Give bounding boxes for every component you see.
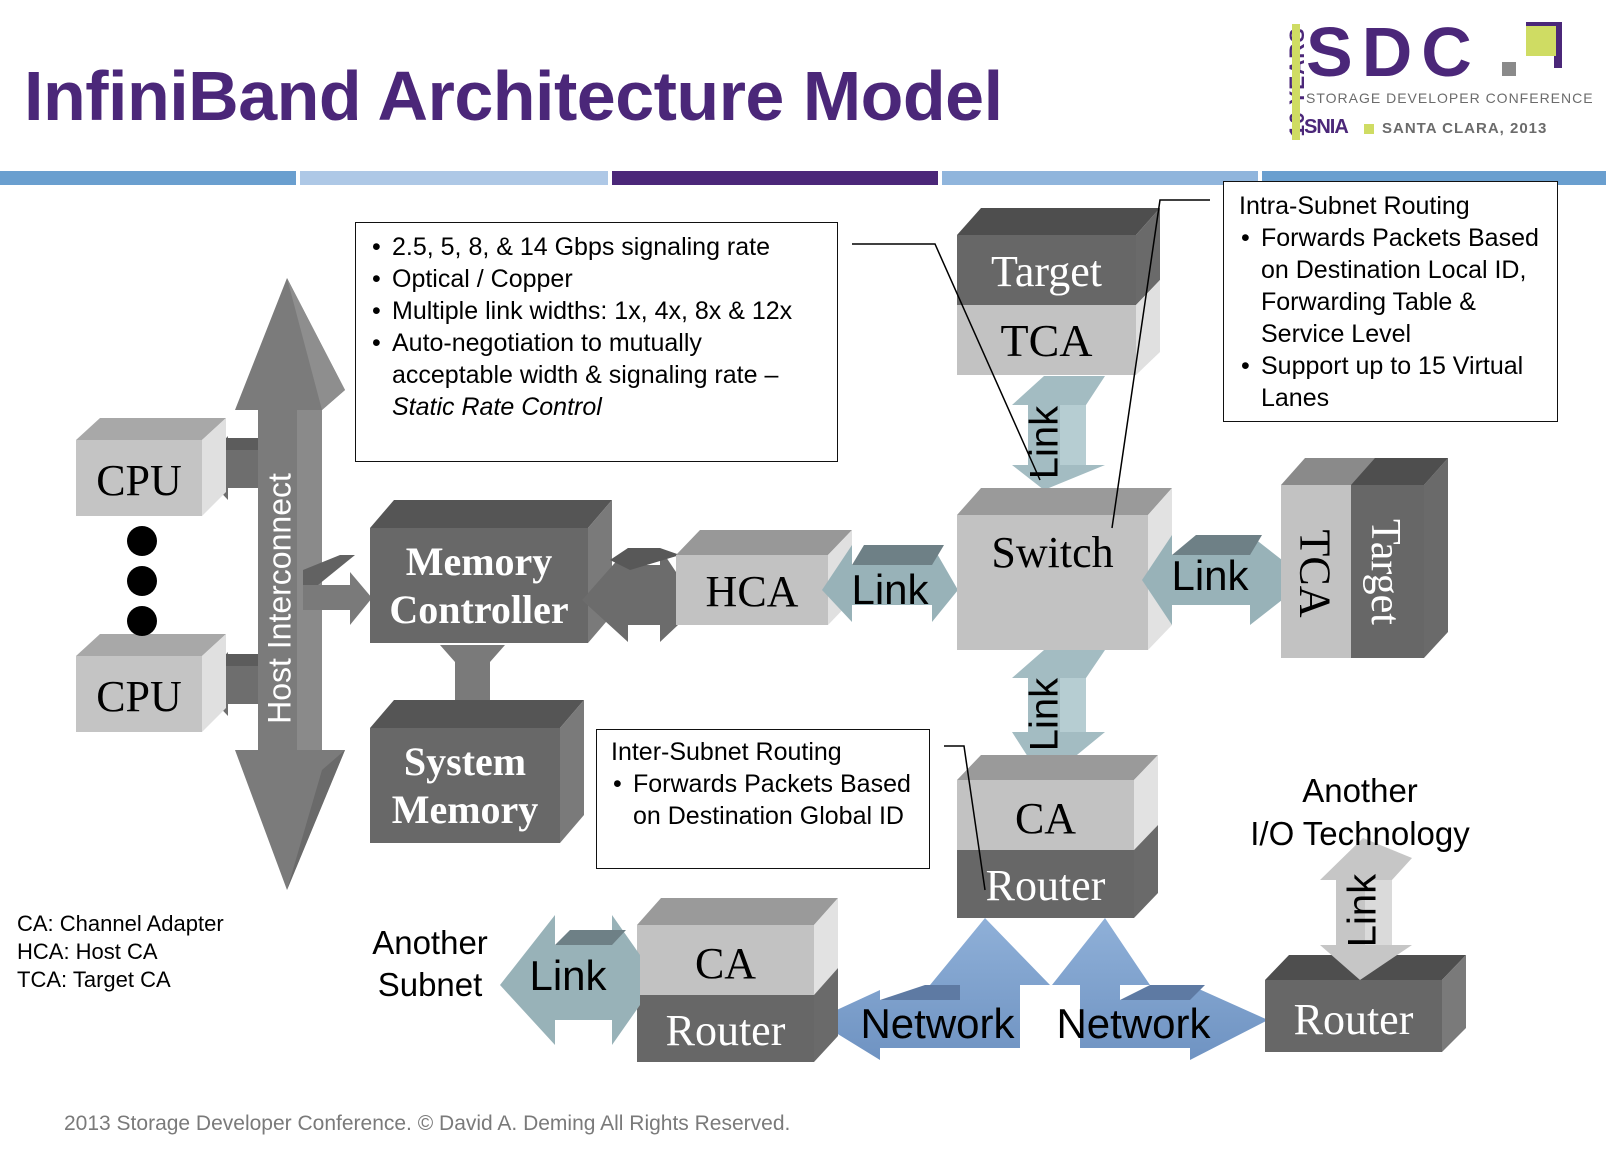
memory-controller-label: Memory Controller [370,538,588,634]
slide-title: InfiniBand Architecture Model [24,57,1003,135]
cpu-bottom-box [76,634,226,732]
switch-box [957,488,1172,650]
callout-heading: Inter-Subnet Routing [611,738,842,766]
legend-item: CA: Channel Adapter [17,911,224,936]
logo-location: SANTA CLARA, 2013 [1382,120,1548,137]
top-target-tca-box [957,208,1160,375]
label-line: Another [1302,772,1418,809]
sdc-logo: 10 YEARS SDC STORAGE DEVELOPER CONFERENC… [1268,13,1598,148]
logo-divider [1292,24,1300,140]
center-ca-router-box [957,755,1158,918]
link-callout-leader [852,243,1041,481]
link-callout: 2.5, 5, 8, & 14 Gbps signaling rate Opti… [355,222,838,462]
network-right-label: Network [1056,1000,1211,1047]
callout-bullet: Optical / Copper [370,263,827,295]
right-target-label: Target [1362,519,1408,625]
switch-callout: Intra-Subnet Routing Forwards Packets Ba… [1223,181,1558,422]
left-ca-label: CA [694,939,757,988]
host-interconnect-label: Host Interconnect [261,473,298,724]
hca-switch-link-arrow [822,545,958,622]
label-line: Subnet [377,966,483,1003]
hca-box [676,530,852,625]
label-line: Memory [405,539,553,584]
another-io-label: Another I/O Technology [1240,762,1480,852]
acronym-legend: CA: Channel Adapter HCA: Host CA TCA: Ta… [17,910,224,994]
top-link-label: Link [1022,405,1067,480]
callout-heading: Intra-Subnet Routing [1239,192,1470,220]
network-right-arrow [1052,918,1268,1060]
memctrl-to-hca-arrow [582,548,680,642]
cpu-top-label: CPU [96,456,182,505]
label-line: I/O Technology [1250,815,1470,852]
cpu-bottom-label: CPU [96,672,182,721]
switch-link-label: Link [1171,552,1249,599]
right-tca-label: TCA [1290,529,1340,618]
io-link-label: Link [1340,873,1385,948]
network-left-label: Network [860,1000,1015,1047]
label-line: Controller [389,587,569,632]
router-callout: Inter-Subnet Routing Forwards Packets Ba… [596,729,930,869]
system-memory-label: System Memory [370,738,560,834]
io-link-arrow [1320,838,1412,980]
left-ca-router-box [637,898,838,1062]
logo-bullet-icon [1364,124,1374,134]
network-left-arrow [815,918,1050,1060]
logo-brand: SDC [1306,13,1481,91]
label-line: Another [372,924,488,961]
bottom-link-arrow [1012,650,1105,782]
subnet-link-label: Link [529,952,607,999]
band-segment-2 [300,171,608,185]
ellipsis-dot [127,566,157,596]
top-link-arrow [1012,376,1105,490]
callout-bullet: Auto-negotiation to mutually acceptable … [370,327,827,391]
center-router-label: Router [985,861,1106,910]
system-memory-box [370,700,584,843]
callout-italic: Static Rate Control [392,393,602,421]
router-callout-leader [944,745,986,891]
cpu-top-box [76,418,226,516]
switch-label: Switch [991,528,1114,577]
right-tca-target-box [1281,458,1448,658]
right-router-box [1265,955,1466,1052]
band-segment-1 [0,171,296,185]
right-router-label: Router [1293,995,1414,1044]
callout-bullet: Support up to 15 Virtual Lanes [1239,350,1551,414]
legend-item: HCA: Host CA [17,939,158,964]
callout-bullet: 2.5, 5, 8, & 14 Gbps signaling rate [370,231,827,263]
top-tca-label: TCA [1000,315,1093,366]
switch-tca-link-arrow [1142,535,1282,625]
host-to-memctrl-arrow [303,555,372,625]
label-line: System [403,739,527,784]
callout-bullet: Forwards Packets Based on Destination Gl… [611,768,921,832]
band-segment-4 [942,171,1258,185]
subnet-link-arrow [500,915,640,1045]
switch-callout-leader [1111,199,1210,529]
legend-item: TCA: Target CA [17,967,171,992]
slide-footer: 2013 Storage Developer Conference. © Dav… [64,1112,791,1135]
callout-bullet: Forwards Packets Based on Destination Lo… [1239,222,1551,350]
left-router-label: Router [665,1006,786,1055]
ellipsis-dot [127,606,157,636]
another-subnet-label: Another Subnet [360,922,500,1006]
logo-mark-icon [1526,26,1556,56]
bottom-link-label: Link [1022,677,1067,752]
logo-mark-icon [1502,62,1516,76]
logo-mark-icon [1554,22,1562,68]
logo-org: SNIA [1304,116,1349,138]
memory-controller-box [370,500,612,643]
hca-label: HCA [705,567,799,616]
logo-subtitle: STORAGE DEVELOPER CONFERENCE [1306,90,1594,106]
band-segment-3 [612,171,938,185]
top-target-label: Target [991,247,1102,296]
callout-bullet: Multiple link widths: 1x, 4x, 8x & 12x [370,295,827,327]
center-ca-label: CA [1014,794,1077,843]
ellipsis-dot [127,526,157,556]
label-line: Memory [391,787,539,832]
hca-link-label: Link [851,566,929,613]
